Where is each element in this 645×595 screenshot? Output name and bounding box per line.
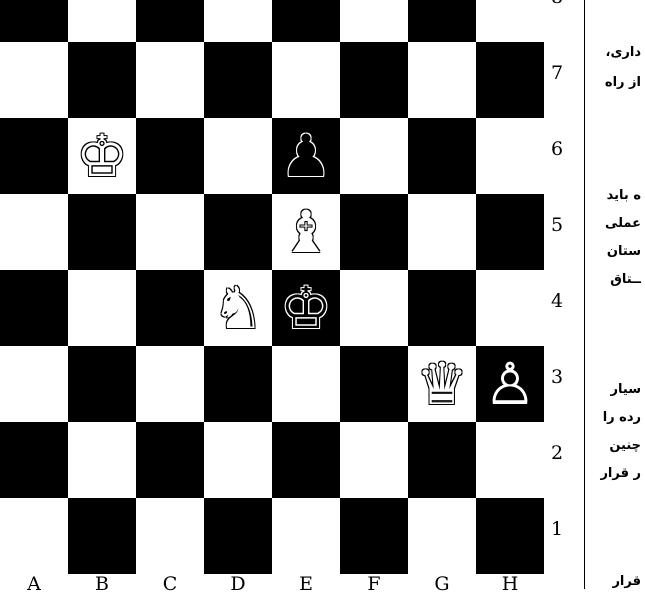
square-d1[interactable] (204, 498, 272, 574)
square-b5[interactable] (68, 194, 136, 270)
side-text-line: ه باید (607, 188, 641, 203)
square-a5[interactable] (0, 194, 68, 270)
square-f4[interactable] (340, 270, 408, 346)
square-a7[interactable] (0, 42, 68, 118)
square-d3[interactable] (204, 346, 272, 422)
side-text-line: قرار (612, 574, 641, 589)
square-g5[interactable] (408, 194, 476, 270)
square-f1[interactable] (340, 498, 408, 574)
square-d2[interactable] (204, 422, 272, 498)
file-label-f: F (340, 573, 408, 595)
square-h6[interactable] (476, 118, 544, 194)
side-text-line: ستان (607, 244, 641, 259)
square-a4[interactable] (0, 270, 68, 346)
square-c5[interactable] (136, 194, 204, 270)
side-text-line: ر قرار (600, 466, 641, 481)
chess-board: ♚♟♝♞♚♛♙ (0, 0, 544, 574)
rank-label-8: 8 (551, 0, 573, 8)
square-a1[interactable] (0, 498, 68, 574)
square-b3[interactable] (68, 346, 136, 422)
square-g8[interactable] (408, 0, 476, 42)
rank-label-5: 5 (551, 214, 573, 236)
square-c4[interactable] (136, 270, 204, 346)
square-g2[interactable] (408, 422, 476, 498)
file-label-b: B (68, 573, 136, 595)
rank-label-1: 1 (551, 518, 573, 540)
square-a6[interactable] (0, 118, 68, 194)
square-d5[interactable] (204, 194, 272, 270)
square-b4[interactable] (68, 270, 136, 346)
side-text-line: سیار (611, 382, 641, 397)
square-e3[interactable] (272, 346, 340, 422)
square-e1[interactable] (272, 498, 340, 574)
rank-label-2: 2 (551, 442, 573, 464)
square-g7[interactable] (408, 42, 476, 118)
square-f5[interactable] (340, 194, 408, 270)
black-king-icon[interactable]: ♚ (272, 270, 340, 346)
square-f6[interactable] (340, 118, 408, 194)
white-bishop-icon[interactable]: ♝ (272, 194, 340, 270)
square-e8[interactable] (272, 0, 340, 42)
square-d7[interactable] (204, 42, 272, 118)
square-h1[interactable] (476, 498, 544, 574)
side-text-line: عملی (605, 216, 641, 231)
file-label-h: H (476, 573, 544, 595)
square-e2[interactable] (272, 422, 340, 498)
square-f7[interactable] (340, 42, 408, 118)
square-d6[interactable] (204, 118, 272, 194)
square-h5[interactable] (476, 194, 544, 270)
side-text-line: چنین (609, 438, 641, 453)
side-text-column: داری، از راه ه باید عملی ستان ــتاق سیار رده را… (585, 0, 645, 589)
square-c2[interactable] (136, 422, 204, 498)
file-label-a: A (0, 573, 68, 595)
white-king-icon[interactable]: ♚ (68, 118, 136, 194)
square-c6[interactable] (136, 118, 204, 194)
file-label-g: G (408, 573, 476, 595)
square-c1[interactable] (136, 498, 204, 574)
square-b8[interactable] (68, 0, 136, 42)
white-pawn-icon[interactable]: ♙ (476, 346, 544, 422)
square-a3[interactable] (0, 346, 68, 422)
square-d8[interactable] (204, 0, 272, 42)
side-text-line: از راه (605, 75, 641, 90)
square-a8[interactable] (0, 0, 68, 42)
black-pawn-icon[interactable]: ♟ (272, 118, 340, 194)
side-text-line: داری، (606, 45, 641, 60)
square-b2[interactable] (68, 422, 136, 498)
rank-label-7: 7 (551, 62, 573, 84)
square-c8[interactable] (136, 0, 204, 42)
square-g4[interactable] (408, 270, 476, 346)
square-h7[interactable] (476, 42, 544, 118)
rank-label-3: 3 (551, 366, 573, 388)
square-h2[interactable] (476, 422, 544, 498)
square-h4[interactable] (476, 270, 544, 346)
square-c7[interactable] (136, 42, 204, 118)
square-h8[interactable] (476, 0, 544, 42)
square-f8[interactable] (340, 0, 408, 42)
square-f2[interactable] (340, 422, 408, 498)
file-label-c: C (136, 573, 204, 595)
side-text-line: رده را (603, 410, 641, 425)
square-g6[interactable] (408, 118, 476, 194)
square-f3[interactable] (340, 346, 408, 422)
file-label-e: E (272, 573, 340, 595)
rank-label-4: 4 (551, 290, 573, 312)
rank-label-6: 6 (551, 138, 573, 160)
white-knight-icon[interactable]: ♞ (204, 270, 272, 346)
square-c3[interactable] (136, 346, 204, 422)
white-queen-icon[interactable]: ♛ (408, 346, 476, 422)
file-label-d: D (204, 573, 272, 595)
square-b1[interactable] (68, 498, 136, 574)
square-e7[interactable] (272, 42, 340, 118)
side-text-line: ــتاق (610, 272, 641, 287)
square-b7[interactable] (68, 42, 136, 118)
square-g1[interactable] (408, 498, 476, 574)
square-a2[interactable] (0, 422, 68, 498)
